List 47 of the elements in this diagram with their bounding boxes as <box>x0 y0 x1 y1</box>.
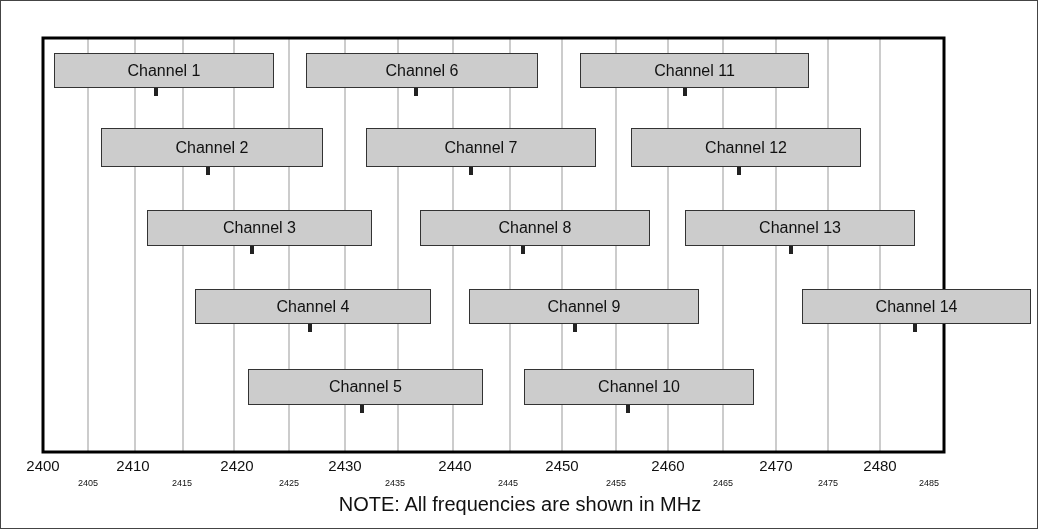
channel-bar <box>580 53 809 88</box>
channel-bar <box>101 128 323 167</box>
channel-label: Channel 13 <box>759 219 841 237</box>
channel-bar <box>802 289 1031 324</box>
minor-tick-label: 2485 <box>919 478 939 488</box>
minor-tick-label: 2425 <box>279 478 299 488</box>
channel-bar <box>631 128 861 167</box>
channel-bar <box>469 289 699 324</box>
axis-tick-label: 2450 <box>545 457 579 474</box>
minor-tick-label: 2405 <box>78 478 98 488</box>
channel-label: Channel 1 <box>127 61 201 80</box>
channel-label: Channel 12 <box>705 138 787 157</box>
minor-tick-label: 2455 <box>606 478 626 488</box>
channel-label: Channel 9 <box>547 297 621 316</box>
minor-tick-label: 2435 <box>385 478 405 488</box>
channel-label: Channel 5 <box>329 378 402 396</box>
channel-bar <box>248 369 483 405</box>
axis-tick-label: 2480 <box>863 457 897 474</box>
channel-label: Channel 8 <box>498 219 572 237</box>
channel-label: Channel 10 <box>598 378 680 396</box>
axis-tick-label: 2440 <box>438 457 472 474</box>
channel-label: Channel 6 <box>385 61 459 80</box>
minor-tick-label: 2465 <box>713 478 733 488</box>
channel-bar <box>366 128 596 167</box>
channel-bar <box>524 369 754 405</box>
channel-label: Channel 3 <box>223 219 296 237</box>
channel-bar <box>685 210 915 246</box>
note-text: NOTE: All frequencies are shown in MHz <box>338 493 702 516</box>
channel-label: Channel 4 <box>276 297 350 316</box>
minor-tick-label: 2415 <box>172 478 192 488</box>
channel-bar <box>54 53 274 88</box>
axis-tick-label: 2470 <box>759 457 793 474</box>
channel-label: Channel 14 <box>875 297 958 316</box>
channel-bar <box>306 53 538 88</box>
channel-bar <box>195 289 431 324</box>
axis-tick-label: 2460 <box>651 457 685 474</box>
channel-label: Channel 11 <box>654 61 735 80</box>
channel-bar <box>147 210 372 246</box>
channel-label: Channel 7 <box>444 138 518 157</box>
channel-label: Channel 2 <box>175 138 249 157</box>
axis-tick-label: 2410 <box>116 457 150 474</box>
axis-tick-label: 2430 <box>328 457 362 474</box>
channel-bar <box>420 210 650 246</box>
axis-tick-label: 2400 <box>26 457 60 474</box>
minor-tick-label: 2475 <box>818 478 838 488</box>
minor-tick-label: 2445 <box>498 478 518 488</box>
axis-tick-label: 2420 <box>220 457 254 474</box>
